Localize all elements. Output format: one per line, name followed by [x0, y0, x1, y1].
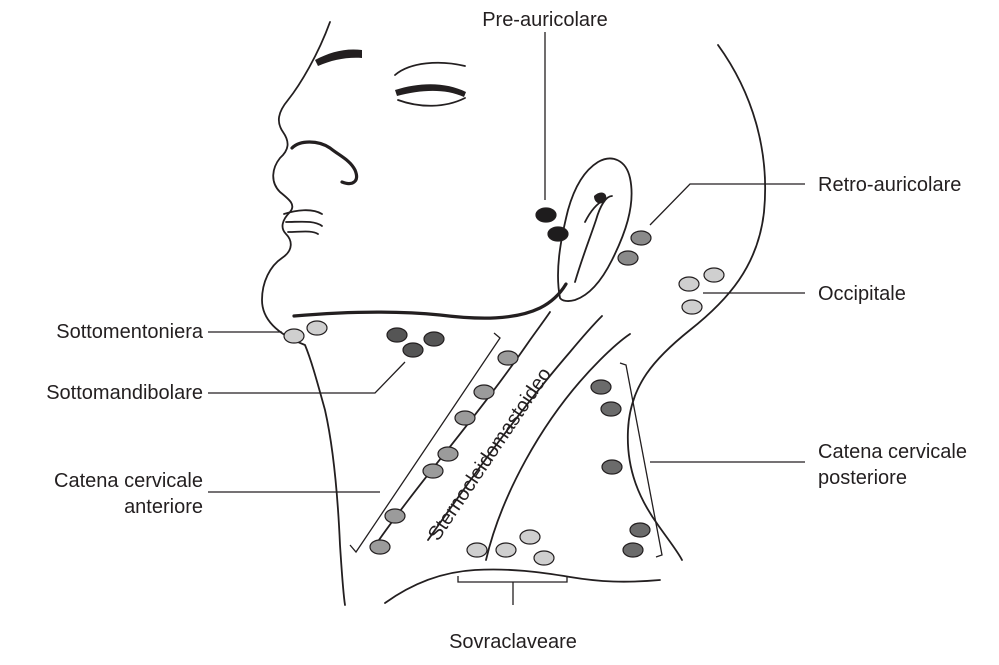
nostril	[292, 142, 357, 184]
node-anterior-1	[498, 351, 518, 365]
node-posterior-4	[630, 523, 650, 537]
node-anterior-4	[438, 447, 458, 461]
node-submandibular-1	[387, 328, 407, 342]
label-occipitale: Occipitale	[818, 282, 906, 306]
shoulder-outline	[385, 569, 660, 603]
label-catena-anteriore-line1: Catena cervicale	[0, 469, 203, 493]
label-catena-posteriore-line1: Catena cervicale	[818, 440, 967, 464]
supraclavicular-nodes	[467, 530, 554, 565]
label-sottomentoniera: Sottomentoniera	[0, 320, 203, 344]
node-anterior-7	[370, 540, 390, 554]
label-sovraclaveare: Sovraclaveare	[420, 630, 606, 654]
pre-auricular-nodes	[536, 208, 568, 241]
jaw-line	[294, 284, 566, 318]
node-pre-auricular-1	[536, 208, 556, 222]
leader-sottomandibolare	[208, 362, 405, 393]
anterior-chain-bracket	[350, 333, 500, 552]
node-anterior-6	[385, 509, 405, 523]
node-anterior-5	[423, 464, 443, 478]
supraclavicular-bracket	[458, 576, 567, 605]
node-anterior-2	[474, 385, 494, 399]
label-catena-posteriore-line2: posteriore	[818, 466, 907, 490]
label-catena-anteriore-line2: anteriore	[0, 495, 203, 519]
label-pre-auricolare: Pre-auricolare	[470, 8, 620, 32]
label-sottomandibolare: Sottomandibolare	[0, 381, 203, 405]
submandibular-nodes	[387, 328, 444, 357]
node-occipital-3	[682, 300, 702, 314]
node-supraclavicular-3	[520, 530, 540, 544]
node-submental-1	[284, 329, 304, 343]
node-submental-2	[307, 321, 327, 335]
posterior-cervical-nodes	[591, 380, 650, 557]
node-supraclavicular-1	[467, 543, 487, 557]
leader-retro-auricolare	[650, 184, 805, 225]
node-retro-auricular-1	[631, 231, 651, 245]
label-retro-auricolare: Retro-auricolare	[818, 173, 961, 197]
node-anterior-3	[455, 411, 475, 425]
node-occipital-2	[704, 268, 724, 282]
node-posterior-1	[591, 380, 611, 394]
node-posterior-2	[601, 402, 621, 416]
node-retro-auricular-2	[618, 251, 638, 265]
ear-outline	[558, 159, 632, 302]
eyebrow	[315, 49, 362, 66]
node-supraclavicular-4	[534, 551, 554, 565]
node-occipital-1	[679, 277, 699, 291]
node-posterior-3	[602, 460, 622, 474]
lips	[284, 210, 322, 234]
eyelid	[395, 84, 466, 97]
node-posterior-5	[623, 543, 643, 557]
submental-nodes	[284, 321, 327, 343]
node-submandibular-2	[424, 332, 444, 346]
node-submandibular-3	[403, 343, 423, 357]
node-supraclavicular-2	[496, 543, 516, 557]
node-pre-auricular-2	[548, 227, 568, 241]
